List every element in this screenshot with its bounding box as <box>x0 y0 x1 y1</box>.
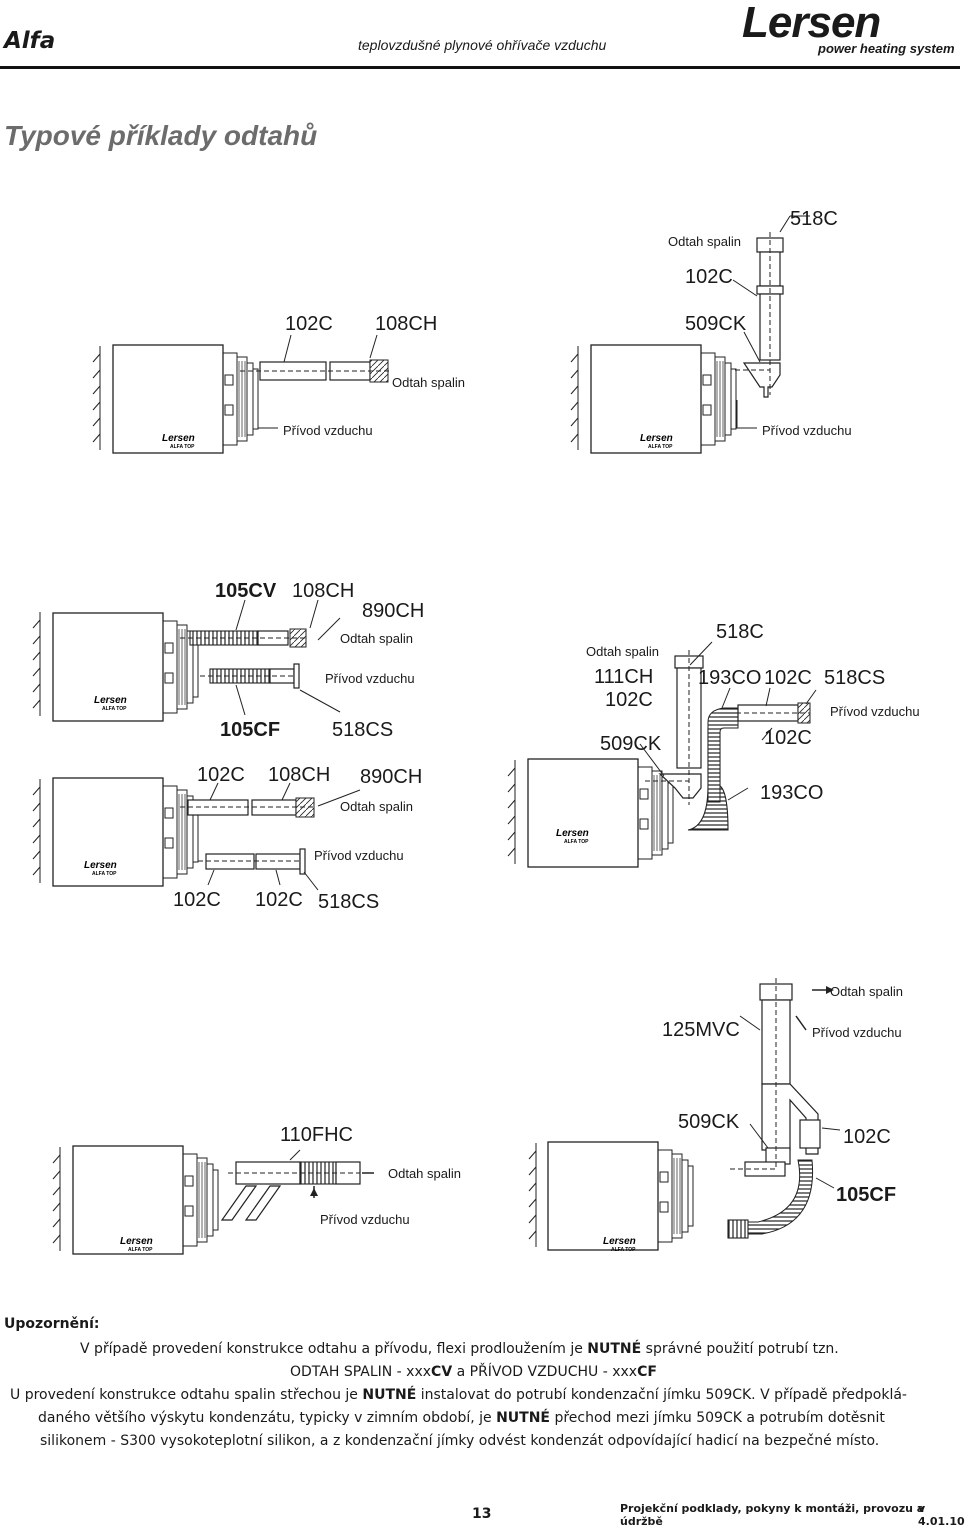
intake-label: Přívod vzduchu <box>320 1212 410 1227</box>
exhaust-label: Odtah spalin <box>830 984 903 999</box>
part-label: 102C <box>764 667 812 689</box>
part-label: 110FHC <box>280 1124 353 1146</box>
part-label: 105CF <box>836 1184 896 1206</box>
example-horizontal-split: Lersen ALFA TOP 102C 108CH 890CH Odtah s… <box>32 764 422 913</box>
page-number: 13 <box>472 1506 492 1522</box>
intake-label: Přívod vzduchu <box>762 423 852 438</box>
warning-line-3: U provedení konstrukce odtahu spalin stř… <box>10 1387 907 1403</box>
svg-text:ALFA TOP: ALFA TOP <box>102 706 127 712</box>
part-label: 518C <box>716 621 764 643</box>
svg-text:Lersen: Lersen <box>84 860 117 871</box>
header-rule <box>0 66 960 69</box>
brand-tagline: power heating system <box>818 41 955 56</box>
part-label: 105CF <box>220 719 280 741</box>
svg-text:Lersen: Lersen <box>603 1236 636 1247</box>
intake-label: Přívod vzduchu <box>325 671 415 686</box>
part-label: 509CK <box>678 1111 740 1133</box>
part-label: 102C <box>605 689 653 711</box>
part-label: 102C <box>197 764 245 786</box>
footer-document-title: Projekční podklady, pokyny k montáži, pr… <box>620 1502 925 1528</box>
example-coaxial-horizontal: Lersen ALFA TOP 110FHC Odtah spalin Přív… <box>52 1124 461 1255</box>
intake-label: Přívod vzduchu <box>830 704 920 719</box>
unit-logo: Lersen ALFA TOP <box>120 1236 153 1253</box>
part-label: 108CH <box>292 580 354 602</box>
warning-heading: Upozornění: <box>4 1316 100 1332</box>
exhaust-label: Odtah spalin <box>392 375 465 390</box>
svg-text:Lersen: Lersen <box>120 1236 153 1247</box>
part-label: 193CO <box>698 667 761 689</box>
warning-line-2: ODTAH SPALIN - xxxCV a PŘÍVOD VZDUCHU - … <box>290 1364 657 1380</box>
intake-label: Přívod vzduchu <box>812 1025 902 1040</box>
unit-logo: Lersen ALFA TOP <box>162 433 195 450</box>
svg-text:Lersen: Lersen <box>94 695 127 706</box>
part-label: 102C <box>685 266 733 288</box>
brand-logo: Lersen <box>742 0 881 47</box>
example-roof-split: Lersen ALFA TOP Odtah spalin 518C 111CH … <box>507 621 920 868</box>
part-label: 105CV <box>215 580 277 602</box>
svg-text:ALFA TOP: ALFA TOP <box>128 1247 153 1253</box>
flue-examples-diagram: Lersen ALFA TOP 102C 108CH Odtah spalin … <box>32 208 920 1255</box>
part-label: 193CO <box>760 782 823 804</box>
part-label: 102C <box>255 889 303 911</box>
part-label: 518CS <box>318 891 379 913</box>
part-label: 108CH <box>268 764 330 786</box>
svg-text:ALFA TOP: ALFA TOP <box>92 871 117 877</box>
part-label: 102C <box>843 1126 891 1148</box>
svg-text:Lersen: Lersen <box>640 433 673 444</box>
intake-label: Přívod vzduchu <box>283 423 373 438</box>
svg-text:Lersen: Lersen <box>162 433 195 444</box>
exhaust-label: Odtah spalin <box>586 644 659 659</box>
svg-text:ALFA TOP: ALFA TOP <box>648 444 673 450</box>
example-flexi-split: Lersen ALFA TOP 105CV 108CH 890CH Odtah … <box>32 580 424 741</box>
unit-logo: Lersen ALFA TOP <box>603 1236 636 1253</box>
unit-logo: Lersen ALFA TOP <box>640 433 673 450</box>
part-label: 509CK <box>685 313 747 335</box>
product-model: Alfa <box>4 28 56 54</box>
part-label: 108CH <box>375 313 437 335</box>
example-horizontal-basic: Lersen ALFA TOP 102C 108CH Odtah spalin … <box>92 313 465 454</box>
unit-logo: Lersen ALFA TOP <box>94 695 127 712</box>
part-label: 111CH <box>594 666 653 688</box>
warning-line-1: V případě provedení konstrukce odtahu a … <box>80 1341 839 1357</box>
part-label: 509CK <box>600 733 662 755</box>
warning-line-4: daného většího výskytu kondenzátu, typic… <box>38 1410 885 1426</box>
part-label: 890CH <box>360 766 422 788</box>
example-coaxial-roof: Lersen ALFA TOP Odtah spalin 125MVC Přív… <box>528 978 903 1253</box>
part-label: 518CS <box>332 719 393 741</box>
part-label: 890CH <box>362 600 424 622</box>
unit-logo: Lersen ALFA TOP <box>84 860 117 877</box>
exhaust-label: Odtah spalin <box>340 631 413 646</box>
svg-text:ALFA TOP: ALFA TOP <box>170 444 195 450</box>
part-label: 102C <box>173 889 221 911</box>
exhaust-label: Odtah spalin <box>340 799 413 814</box>
product-subtitle: teplovzdušné plynové ohřívače vzduchu <box>358 37 607 53</box>
example-vertical-roof: Lersen ALFA TOP 518C Odtah spalin 102C 5… <box>570 208 852 454</box>
part-label: 125MVC <box>662 1019 740 1041</box>
part-label: 102C <box>764 727 812 749</box>
svg-text:ALFA TOP: ALFA TOP <box>564 839 589 845</box>
part-label: 102C <box>285 313 333 335</box>
exhaust-label: Odtah spalin <box>668 234 741 249</box>
page-title: Typové příklady odtahů <box>4 120 318 151</box>
warning-line-5: silikonem - S300 vysokoteplotní silikon,… <box>40 1433 880 1449</box>
part-label: 518CS <box>824 667 885 689</box>
part-label: 518C <box>790 208 838 230</box>
svg-text:Lersen: Lersen <box>556 828 589 839</box>
unit-logo: Lersen ALFA TOP <box>556 828 589 845</box>
exhaust-label: Odtah spalin <box>388 1166 461 1181</box>
svg-text:ALFA TOP: ALFA TOP <box>611 1247 636 1253</box>
footer-version: v 4.01.10 <box>918 1502 965 1528</box>
intake-label: Přívod vzduchu <box>314 848 404 863</box>
